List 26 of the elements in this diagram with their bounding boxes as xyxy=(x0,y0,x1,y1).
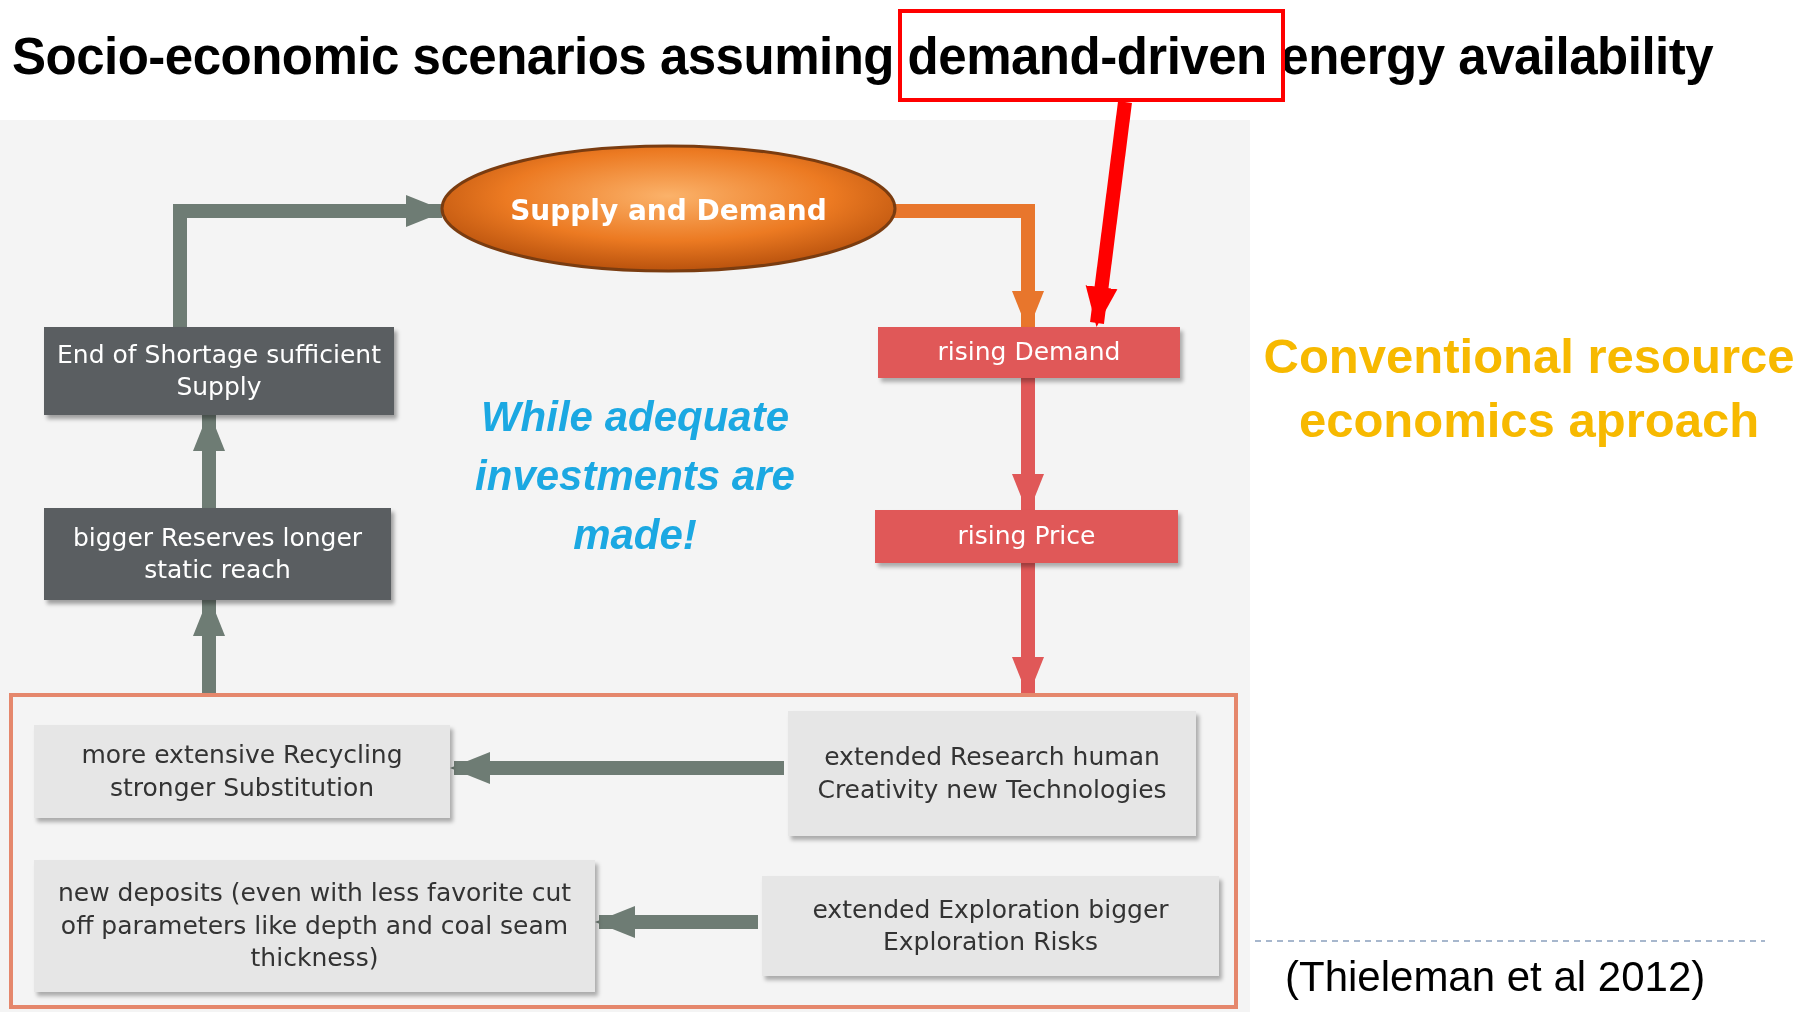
process-box xyxy=(875,510,1178,563)
group-frame xyxy=(9,693,1238,1009)
node-text: End of Shortage sufficient Supply xyxy=(56,338,382,403)
process-box xyxy=(762,876,1219,976)
process-box xyxy=(34,860,595,992)
arrow xyxy=(1085,101,1132,327)
arrow xyxy=(450,752,784,784)
note-text: While adequate investments are made! xyxy=(474,392,796,560)
citation: (Thieleman et al 2012) xyxy=(1285,952,1706,1002)
highlight-frame xyxy=(898,9,1285,102)
node-text: extended Exploration bigger Exploration Risks xyxy=(811,893,1170,958)
process-box xyxy=(44,327,394,415)
process-box xyxy=(878,327,1180,378)
process-box xyxy=(788,711,1196,836)
approach-label: Conventional resource economics aproach xyxy=(1262,328,1796,449)
process-box xyxy=(34,725,450,818)
node-text: Supply and Demand xyxy=(509,193,828,230)
arrow xyxy=(595,906,758,938)
node-text: extended Research human Creativity new Technologies xyxy=(816,741,1168,806)
process-box xyxy=(44,508,391,600)
node-text: new deposits (even with less favorite cut off parameters like depth and coal seam thickness) xyxy=(56,877,573,975)
node-text: rising Price xyxy=(956,520,1097,553)
node-text: rising Demand xyxy=(936,336,1122,369)
node-text: bigger Reserves longer static reach xyxy=(71,521,364,586)
title: Socio-economic scenarios assuming demand-driven energy availability xyxy=(12,27,1714,87)
node-text: more extensive Recycling stronger Substitution xyxy=(80,739,404,804)
